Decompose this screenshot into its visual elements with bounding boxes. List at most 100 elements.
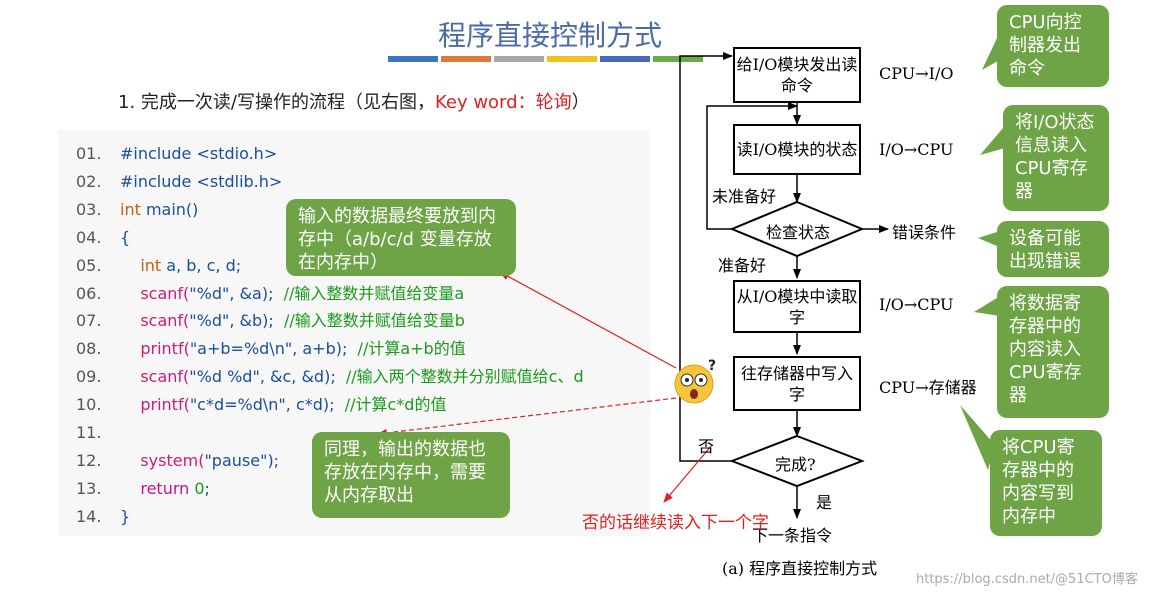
callout-memory-fetch: 同理，输出的数据也存放在内存中，需要从内存取出 [312, 432, 510, 518]
flow-cpu-to-memory: CPU→存储器 [879, 378, 977, 397]
tail-status-read [980, 128, 1005, 155]
label-error: 错误条件 [892, 223, 957, 242]
code-source: #include <stdlib.h> [120, 168, 282, 196]
code-line: 07. scanf("%d", &b); //输入整数并赋值给变量b [58, 307, 650, 335]
flow-io-to-cpu-status: I/O→CPU [879, 140, 954, 159]
code-token: { [120, 227, 131, 247]
intro-keyword: Key word：轮询 [434, 92, 572, 113]
title-color-stripes [388, 56, 703, 62]
intro-close: ） [571, 92, 590, 113]
code-token: a, b, c, d; [166, 255, 242, 275]
code-line: 03. int main() [58, 196, 650, 224]
watermark: https://blog.csdn.net/@51CTO博客 [916, 572, 1138, 587]
code-token: //输入两个整数并分别赋值给c、d [335, 367, 584, 387]
stripe-yellow [547, 56, 597, 62]
line-number: 11. [76, 423, 102, 442]
line-number: 07. [76, 311, 102, 331]
code-line: 09. scanf("%d %d", &c, &d); //输入两个整数并分别赋… [58, 363, 650, 391]
code-line: 13. return 0; [58, 475, 650, 503]
label-next-instruction: 下一条指令 [752, 526, 833, 545]
code-line: 01. #include <stdio.h> [58, 140, 650, 168]
code-line: 02. #include <stdlib.h> [58, 168, 650, 196]
code-token: //计算c*d的值 [334, 395, 447, 415]
code-source: printf("c*d=%d\n", c*d); //计算c*d的值 [120, 391, 446, 419]
line-number: 12. [76, 450, 102, 470]
code-line: 04. { [58, 224, 650, 252]
svg-text:?: ? [708, 358, 716, 374]
line-number: 14. [76, 506, 102, 526]
code-source: int main() [120, 196, 198, 224]
red-note-continue-reading: 否的话继续读入下一个字 [582, 513, 769, 533]
code-token: scanf( [120, 367, 190, 387]
stripe-orange [441, 56, 491, 62]
label-yes: 是 [816, 493, 833, 512]
stripe-green [653, 56, 703, 62]
code-token: "%d %d", &c, &d); [189, 367, 336, 387]
code-token: main() [145, 199, 199, 219]
diamond-check-label: 检查状态 [766, 223, 831, 242]
stripe-blue [388, 56, 438, 62]
callout-cpu-to-memory: 将CPU寄存器中的内容写到内存中 [990, 430, 1102, 536]
callout-memory-store: 输入的数据最终要放到内存中（a/b/c/d 变量存放在内存中） [286, 199, 516, 276]
code-token: } [120, 506, 131, 526]
code-token: #include <stdlib.h> [120, 171, 283, 191]
line-number: 10. [76, 395, 102, 415]
code-token: "pause"); [204, 450, 280, 470]
line-number: 03. [76, 199, 102, 219]
code-source: int a, b, c, d; [120, 252, 241, 280]
code-token: int [120, 199, 146, 219]
line-number: 05. [76, 255, 102, 275]
code-line: 14.} [58, 503, 650, 531]
code-token: scanf( [120, 311, 190, 331]
code-source: printf("a+b=%d\n", a+b); //计算a+b的值 [120, 335, 466, 363]
code-line: 06. scanf("%d", &a); //输入整数并赋值给变量a [58, 280, 650, 308]
flow-cpu-to-io: CPU→I/O [879, 64, 954, 83]
shocked-face-icon: ? [674, 358, 716, 404]
code-line: 08. printf("a+b=%d\n", a+b); //计算a+b的值 [58, 335, 650, 363]
label-ready: 准备好 [718, 256, 767, 275]
code-token: printf( [120, 339, 190, 359]
intro-text: 1. 完成一次读/写操作的流程（见右图，Key word：轮询） [118, 88, 590, 114]
code-token: ; [204, 478, 210, 498]
box-issue-read-command: 给I/O模块发出读命令 [733, 47, 861, 103]
code-source: #include <stdio.h> [120, 140, 277, 168]
box-write-memory: 往存储器中写入字 [733, 356, 861, 411]
callout-cpu-command: CPU向控制器发出命令 [997, 5, 1109, 87]
callout-status-read: 将I/O状态信息读入CPU寄存器 [1003, 105, 1109, 211]
code-source: scanf("%d", &b); //输入整数并赋值给变量b [120, 307, 465, 335]
line-number: 02. [76, 171, 102, 191]
code-line: 11. [58, 419, 650, 447]
code-token: "%d", &a); [189, 283, 274, 303]
code-token: //计算a+b的值 [347, 339, 466, 359]
code-token: scanf( [120, 283, 190, 303]
label-not-ready: 未准备好 [712, 187, 777, 206]
code-source: { [120, 224, 130, 252]
box-read-word: 从I/O模块中读取字 [733, 280, 861, 333]
line-number: 13. [76, 478, 102, 498]
code-token: //输入整数并赋值给变量b [273, 311, 465, 331]
code-source: return 0; [120, 475, 210, 503]
code-token: #include <stdio.h> [120, 144, 278, 163]
line-number: 04. [76, 227, 102, 247]
code-token: 0 [194, 478, 205, 498]
stripe-gray [494, 56, 544, 62]
code-source: system("pause"); [120, 447, 279, 475]
line-number: 01. [76, 144, 102, 163]
code-source: scanf("%d %d", &c, &d); //输入两个整数并分别赋值给c、… [120, 363, 584, 391]
flow-io-to-cpu-word: I/O→CPU [879, 295, 954, 314]
code-line: 10. printf("c*d=%d\n", c*d); //计算c*d的值 [58, 391, 650, 419]
intro-main: 1. 完成一次读/写操作的流程（见右图， [118, 92, 435, 113]
code-token: system( [120, 450, 205, 470]
code-line: 05. int a, b, c, d; [58, 252, 650, 280]
label-no: 否 [698, 437, 715, 456]
callout-data-to-cpu: 将数据寄存器中的内容读入CPU寄存器 [997, 286, 1109, 418]
code-token: int [120, 255, 167, 275]
stripe-navy [600, 56, 650, 62]
tail-device-error [978, 232, 997, 246]
code-token: "%d", &b); [189, 311, 274, 331]
line-number: 06. [76, 283, 102, 303]
line-number: 09. [76, 367, 102, 387]
box-read-status: 读I/O模块的状态 [733, 124, 861, 175]
code-source: } [120, 503, 130, 531]
line-number: 08. [76, 339, 102, 359]
